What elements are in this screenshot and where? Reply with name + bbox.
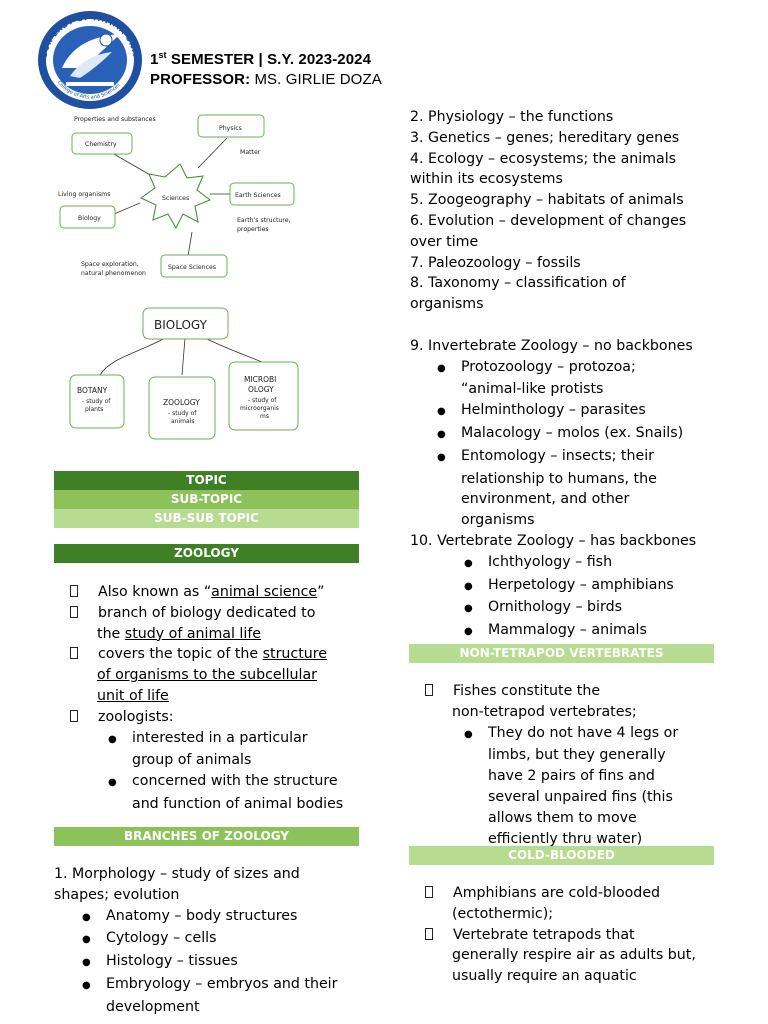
svg-text:animals: animals <box>171 418 194 425</box>
zoology-node <box>148 376 216 440</box>
svg-text:BIOLOGY: BIOLOGY <box>154 318 208 332</box>
earth-annotation-1: Earth's structure, <box>237 217 291 224</box>
svg-text:Chemistry: Chemistry <box>85 141 117 148</box>
bullet-icon <box>464 597 488 620</box>
svg-text:plants: plants <box>85 406 103 413</box>
checkbox-icon <box>70 709 78 722</box>
bullet-icon <box>108 728 132 751</box>
sciences-mind-map: Sciences Chemistry Physics Earth Science… <box>58 114 295 278</box>
svg-text:Space Sciences: Space Sciences <box>168 264 216 271</box>
bullet-icon <box>82 906 106 929</box>
bullet-icon <box>108 771 132 794</box>
sciences-center: Sciences <box>162 195 189 202</box>
zoology-body: Also known as “animal science” branch of… <box>70 582 370 815</box>
space-sciences-node <box>160 254 228 278</box>
svg-text:ms: ms <box>260 413 269 420</box>
chemistry-annotation: Properties and substances <box>74 116 156 123</box>
microbiology-node <box>228 361 299 431</box>
legend-topic: TOPIC <box>54 471 359 490</box>
chemistry-node <box>71 132 133 155</box>
nontetrapod-body: Fishes constitute the non-tetrapod verte… <box>425 681 725 849</box>
botany-node <box>69 374 125 429</box>
coldblooded-heading: COLD-BLOODED <box>409 846 714 865</box>
nontetrapod-heading: NON-TETRAPOD VERTEBRATES <box>409 644 714 663</box>
checkbox-icon <box>425 684 433 696</box>
checkbox-icon <box>425 886 433 898</box>
svg-text:Physics: Physics <box>219 125 242 132</box>
university-logo: OUR LADY OF FATIMA UNIV College of Arts … <box>38 11 142 109</box>
branches-body: 1. Morphology – study of sizes and shape… <box>54 864 374 1018</box>
svg-text:BOTANY: BOTANY <box>77 386 108 395</box>
physics-annotation: Matter <box>240 149 261 156</box>
legend-subsubtopic: SUB-SUB TOPIC <box>54 509 359 528</box>
svg-text:OLOGY: OLOGY <box>248 385 274 394</box>
coldblooded-body: Amphibians are cold-blooded (ectothermic… <box>425 883 725 987</box>
bullet-icon <box>437 446 461 469</box>
checkbox-icon <box>70 605 78 618</box>
physics-node <box>197 114 265 138</box>
earth-sciences-node <box>229 182 295 206</box>
zoology-heading: ZOOLOGY <box>54 544 359 563</box>
bullet-icon <box>82 974 106 997</box>
checkbox-icon <box>425 927 433 940</box>
branches-continued: 2. Physiology – the functions 3. Genetic… <box>410 107 730 643</box>
biology-root-node <box>142 307 229 340</box>
space-annotation-1: Space exploration, <box>81 261 139 268</box>
bullet-icon <box>464 723 488 746</box>
bullet-icon <box>437 400 461 423</box>
biology-annotation: Living organisms <box>58 191 110 198</box>
svg-text:- study of: - study of <box>168 410 197 417</box>
semester-line: 1st SEMESTER | S.Y. 2023-2024 <box>150 50 372 68</box>
svg-text:Earth Sciences: Earth Sciences <box>235 192 281 199</box>
bullet-icon <box>464 620 488 643</box>
checkbox-icon <box>70 647 78 660</box>
checkbox-icon <box>70 585 78 597</box>
bullet-icon <box>464 552 488 575</box>
branches-heading: BRANCHES OF ZOOLOGY <box>54 827 359 846</box>
svg-text:MICROBI: MICROBI <box>244 375 276 384</box>
bullet-icon <box>82 951 106 974</box>
biology-mind-map: BIOLOGY BOTANY - study of plants ZOOLOGY… <box>69 307 299 440</box>
biology-node <box>59 205 116 229</box>
sciences-star <box>140 163 212 230</box>
bullet-icon <box>464 575 488 598</box>
legend-subtopic: SUB-TOPIC <box>54 490 359 509</box>
svg-text:microorganis: microorganis <box>240 405 279 412</box>
space-annotation-2: natural phenomenon <box>81 270 146 277</box>
svg-text:ZOOLOGY: ZOOLOGY <box>163 398 200 407</box>
svg-text:Biology: Biology <box>78 215 101 222</box>
bullet-icon <box>437 357 461 380</box>
bullet-icon <box>82 928 106 951</box>
earth-annotation-2: properties <box>237 226 269 233</box>
svg-text:- study of: - study of <box>82 398 111 405</box>
bullet-icon <box>437 423 461 446</box>
professor-line: PROFESSOR: MS. GIRLIE DOZA <box>150 71 382 88</box>
svg-text:- study of: - study of <box>248 397 277 404</box>
